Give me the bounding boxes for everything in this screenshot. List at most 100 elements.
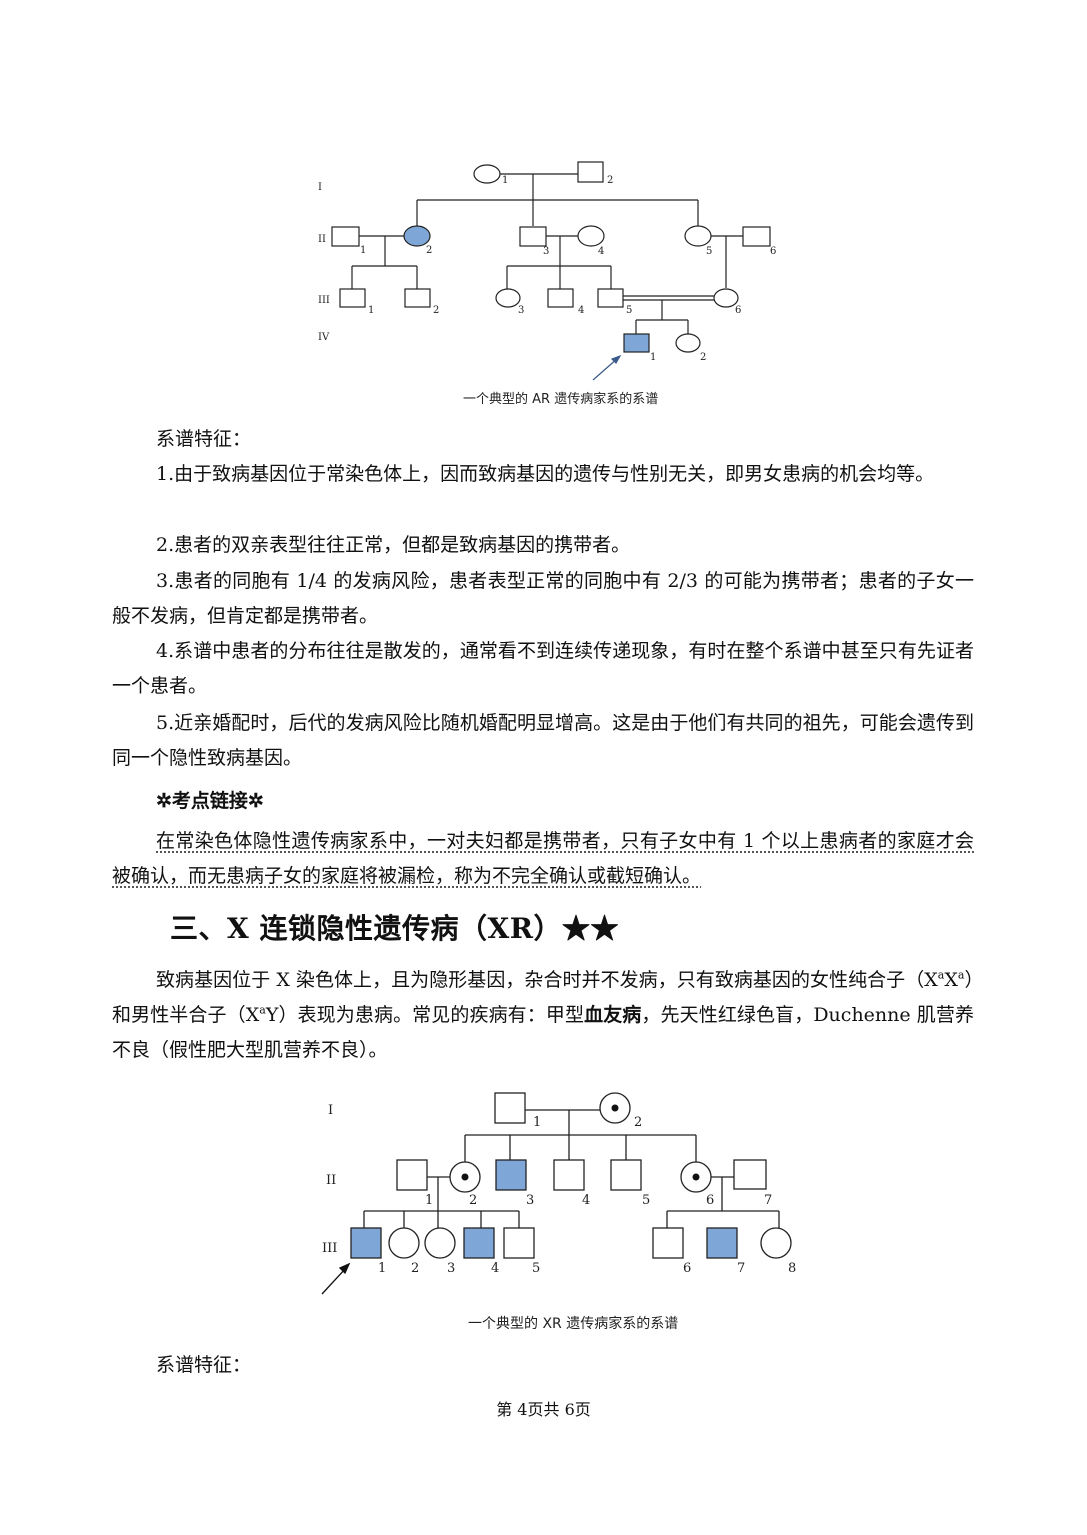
individual-III-4-male: [547, 288, 574, 308]
individual-I-2-female-carrier: [599, 1092, 631, 1124]
id-label: 2: [634, 1115, 642, 1130]
individual-II-5-female: [684, 225, 712, 247]
intro-text: Y）表现为患病。常见的疾病有：甲型: [265, 1004, 585, 1026]
id-label: 2: [469, 1193, 477, 1208]
page-footer: 第 4页共 6页: [496, 1400, 591, 1419]
ar-feature-4: 4.系谱中患者的分布往往是散发的，通常看不到连续传递现象，有时在整个系谱中甚至只…: [112, 640, 974, 697]
intro-text: 致病基因位于 X 染色体上，且为隐形基因，杂合时并不发病，只有致病基因的女性纯合…: [156, 969, 938, 991]
id-label: 6: [683, 1261, 691, 1276]
individual-II-6-male: [742, 226, 771, 247]
id-label: 2: [426, 245, 432, 256]
id-label: 4: [598, 246, 604, 257]
individual-IV-2-female: [675, 333, 701, 353]
section-3-heading: 三、X 连锁隐性遗传病（XR）★★: [170, 912, 619, 945]
superscript: a: [957, 968, 965, 982]
ar-feature-2: 2.患者的双亲表型往往正常，但都是致病基因的携带者。: [156, 534, 631, 556]
xr-pedigree-diagram: I II III 1 2 1 2 3 4: [321, 1092, 796, 1295]
xr-pedigree-caption: 一个典型的 XR 遗传病家系的系谱: [468, 1316, 679, 1332]
id-label: 1: [378, 1261, 386, 1276]
id-label: 5: [706, 246, 712, 257]
generation-label-I: I: [318, 182, 322, 193]
intro-text: ，先天性红绿色盲，Duchenne 肌营养不良（假性肥大型肌营养不良）。: [112, 1004, 974, 1061]
individual-II-3-male: [519, 226, 547, 247]
individual-II-1-male: [331, 226, 360, 247]
id-label: 6: [706, 1193, 714, 1208]
individual-III-5-male: [503, 1227, 535, 1259]
id-label: 2: [411, 1261, 419, 1276]
xr-pedigree-figure: I II III 1 2 1 2 3 4: [300, 1080, 820, 1310]
id-label: 2: [700, 352, 706, 363]
generation-label-III: III: [318, 295, 330, 306]
id-label: 4: [491, 1261, 499, 1276]
id-label: 3: [543, 246, 549, 257]
individual-III-3-female: [424, 1227, 456, 1259]
generation-label-I: I: [328, 1103, 333, 1118]
id-label: 3: [518, 305, 524, 316]
ar-pedigree-caption: 一个典型的 AR 遗传病家系的系谱: [463, 392, 659, 407]
id-label: 1: [360, 245, 366, 256]
generation-label-II: II: [326, 1173, 336, 1188]
individual-III-6-female: [713, 288, 739, 308]
ar-pedigree-diagram: I II III IV 1 2 1 2 3 4: [318, 161, 776, 381]
superscript: a: [937, 968, 945, 982]
id-label: 1: [533, 1115, 541, 1130]
id-label: 1: [650, 352, 656, 363]
id-label: 6: [735, 305, 741, 316]
id-label: 4: [578, 305, 584, 316]
individual-II-3-male-affected: [495, 1159, 527, 1191]
individual-III-2-female: [388, 1227, 420, 1259]
id-label: 5: [532, 1261, 540, 1276]
id-label: 2: [607, 175, 613, 186]
intro-text: ）和男性半合子（X: [112, 969, 974, 1026]
individual-I-2-male: [577, 161, 604, 183]
id-label: 1: [425, 1193, 433, 1208]
id-label: 1: [502, 175, 508, 186]
ar-features-title: 系谱特征：: [156, 428, 252, 450]
exam-link-text: 在常染色体隐性遗传病家系中，一对夫妇都是携带者，只有子女中有 1 个以上患病者的…: [112, 830, 974, 887]
xr-features-title: 系谱特征：: [156, 1354, 252, 1376]
id-label: 5: [626, 305, 632, 316]
individual-I-1-female: [473, 164, 501, 184]
ar-feature-3: 3.患者的同胞有 1/4 的发病风险，患者表型正常的同胞中有 2/3 的可能为携…: [112, 570, 974, 627]
hemophilia-bold: 血友病: [584, 1004, 642, 1026]
id-label: 7: [764, 1193, 772, 1208]
individual-III-2-male: [404, 288, 431, 308]
individual-III-3-female: [495, 288, 521, 308]
individual-III-5-male: [597, 288, 624, 308]
individual-III-7-male-affected: [706, 1227, 738, 1259]
individual-III-1-male-affected-proband: [350, 1227, 382, 1259]
generation-label-IV: IV: [318, 332, 330, 343]
id-label: 6: [770, 246, 776, 257]
generation-label-II: II: [318, 234, 326, 245]
id-label: 8: [788, 1261, 796, 1276]
id-label: 3: [526, 1193, 534, 1208]
individual-II-1-male: [396, 1159, 428, 1191]
proband-arrow-icon: [321, 1262, 351, 1295]
id-label: 2: [433, 305, 439, 316]
individual-II-2-female-affected: [403, 225, 431, 247]
exam-link-title: ✲考点链接✲: [156, 790, 264, 812]
generation-label-III: III: [322, 1241, 337, 1256]
superscript: a: [259, 1003, 266, 1017]
individual-I-1-male: [494, 1092, 526, 1124]
individual-IV-1-male-affected-proband: [623, 333, 650, 353]
ar-feature-1: 1.由于致病基因位于常染色体上，因而致病基因的遗传与性别无关，即男女患病的机会均…: [156, 463, 935, 485]
ar-feature-5: 5.近亲婚配时，后代的发病风险比随机婚配明显增高。这是由于他们有共同的祖先，可能…: [112, 712, 974, 769]
individual-II-5-male: [610, 1159, 642, 1191]
individual-II-7-male: [733, 1159, 767, 1190]
id-label: 4: [582, 1193, 590, 1208]
intro-text: X: [944, 969, 958, 991]
individual-III-1-male: [339, 288, 366, 308]
individual-II-4-male: [553, 1159, 585, 1191]
individual-II-4-female: [577, 225, 605, 247]
id-label: 1: [368, 305, 374, 316]
individual-III-4-male-affected: [463, 1227, 495, 1259]
ar-pedigree-figure: I II III IV 1 2 1 2 3 4: [300, 150, 800, 390]
individual-III-8-female: [760, 1227, 792, 1259]
section-3-intro: 致病基因位于 X 染色体上，且为隐形基因，杂合时并不发病，只有致病基因的女性纯合…: [112, 963, 974, 1068]
proband-arrow-icon: [592, 354, 622, 381]
id-label: 7: [737, 1261, 745, 1276]
id-label: 5: [642, 1193, 650, 1208]
id-label: 3: [447, 1261, 455, 1276]
